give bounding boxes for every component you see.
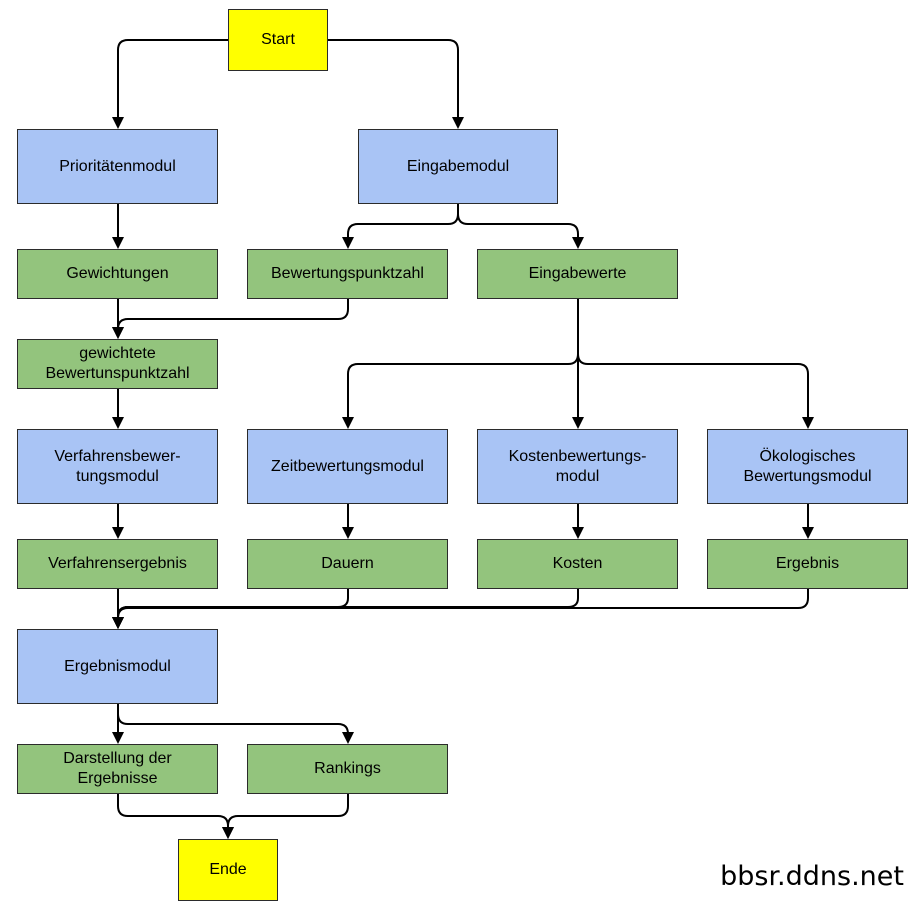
- kostenbewertungsmodul-node: Kostenbewertungs- modul: [477, 429, 678, 504]
- edge-eingabemodul-bewertungspunktzahl: [342, 204, 459, 249]
- edge-eingabewerte-oeko: [577, 299, 814, 429]
- kosten-node: Kosten: [477, 539, 678, 589]
- edge-darstellung-ende: [117, 794, 234, 839]
- gewichtungen-node: Gewichtungen: [17, 249, 218, 299]
- watermark-text: bbsr.ddns.net: [720, 861, 904, 892]
- eingabemodul-node: Eingabemodul: [358, 129, 558, 204]
- verfahrensergebnis-node: Verfahrensergebnis: [17, 539, 218, 589]
- edge-eingabemodul-eingabewerte: [457, 204, 584, 249]
- edge-start-eingabemodul: [328, 39, 464, 129]
- rankings-node: Rankings: [247, 744, 448, 794]
- ergebnis-node: Ergebnis: [707, 539, 908, 589]
- edge-ergebnis-ergebnismodul: [112, 589, 809, 629]
- bewertungspunktzahl-node: Bewertungspunktzahl: [247, 249, 448, 299]
- edge-ergebnismodul-rankings: [117, 704, 354, 744]
- zeitbewertungsmodul-node: Zeitbewertungsmodul: [247, 429, 448, 504]
- start-node: Start: [228, 9, 328, 71]
- dauern-node: Dauern: [247, 539, 448, 589]
- eingabewerte-node: Eingabewerte: [477, 249, 678, 299]
- oekologisches-bewertungsmodul-node: Ökologisches Bewertungsmodul: [707, 429, 908, 504]
- edge-eingabewerte-zeit: [342, 299, 579, 429]
- ergebnismodul-node: Ergebnismodul: [17, 629, 218, 704]
- edge-bewertungspunktzahl-gewichtete: [112, 299, 349, 339]
- ende-node: Ende: [178, 839, 278, 901]
- edge-rankings-ende: [222, 794, 349, 839]
- darstellung-der-ergebnisse-node: Darstellung der Ergebnisse: [17, 744, 218, 794]
- edge-start-prioritaetenmodul: [112, 39, 228, 129]
- prioritaetenmodul-node: Prioritätenmodul: [17, 129, 218, 204]
- verfahrensbewertungsmodul-node: Verfahrensbewer- tungsmodul: [17, 429, 218, 504]
- gewichtete-bewertungspunktzahl-node: gewichtete Bewertunspunktzahl: [17, 339, 218, 389]
